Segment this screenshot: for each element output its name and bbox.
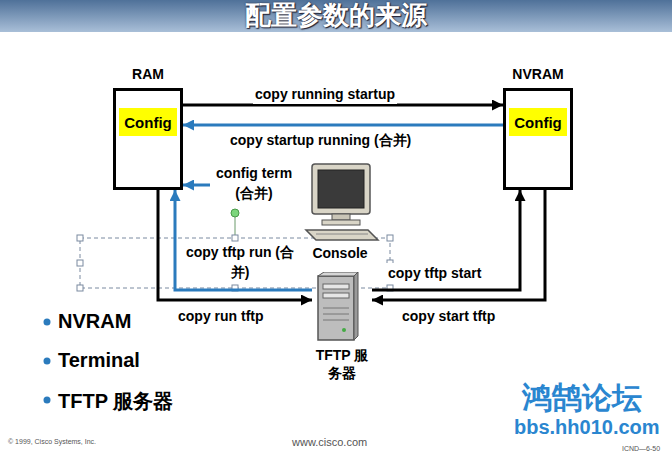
bullet-text: NVRAM — [58, 310, 131, 333]
computer-icon — [298, 160, 382, 242]
command-label: copy running startup — [253, 84, 397, 104]
bullet-text: TFTP 服务器 — [58, 388, 173, 415]
watermark: 鸿鹄论坛 — [522, 378, 642, 419]
copy-arrow — [183, 124, 503, 127]
command-label: copy tftp start — [386, 263, 483, 283]
command-label: copy tftp run (合并) — [182, 242, 298, 282]
bullet-dot — [44, 319, 51, 404]
node-label: TFTP 服务器 — [312, 346, 372, 382]
slide-code: ICND—6-50 — [622, 445, 660, 452]
memory-box: RAMConfig — [113, 88, 183, 190]
config-box: Config — [119, 108, 177, 136]
memory-box: NVRAMConfig — [503, 88, 573, 190]
config-box: Config — [509, 108, 567, 136]
node-label: RAM — [132, 66, 164, 82]
node-label: NVRAM — [512, 66, 563, 82]
command-label: config term (合并) — [210, 163, 298, 203]
command-label: copy start tftp — [400, 306, 497, 326]
slide-title: 配置参数的来源 — [0, 0, 672, 30]
copyright-note: © 1999, Cisco Systems, Inc. — [8, 438, 96, 445]
bullet-text: Terminal — [58, 349, 140, 372]
command-label: copy startup running (合并) — [228, 130, 413, 150]
command-label: copy run tftp — [176, 306, 266, 326]
watermark: bbs.hh010.com — [514, 416, 660, 439]
config-label: Config — [124, 114, 171, 131]
config-label: Config — [514, 114, 561, 131]
console-terminal: Console — [298, 160, 382, 262]
copy-arrow — [372, 190, 520, 290]
website-text: www.cisco.com — [292, 436, 367, 448]
node-label: Console — [312, 244, 367, 262]
copy-arrow — [158, 190, 312, 300]
server-icon — [312, 272, 362, 344]
title-band — [0, 0, 672, 32]
copy-arrow — [372, 190, 545, 300]
tftp-server: TFTP 服务器 — [312, 272, 372, 382]
copy-arrow — [175, 190, 312, 290]
